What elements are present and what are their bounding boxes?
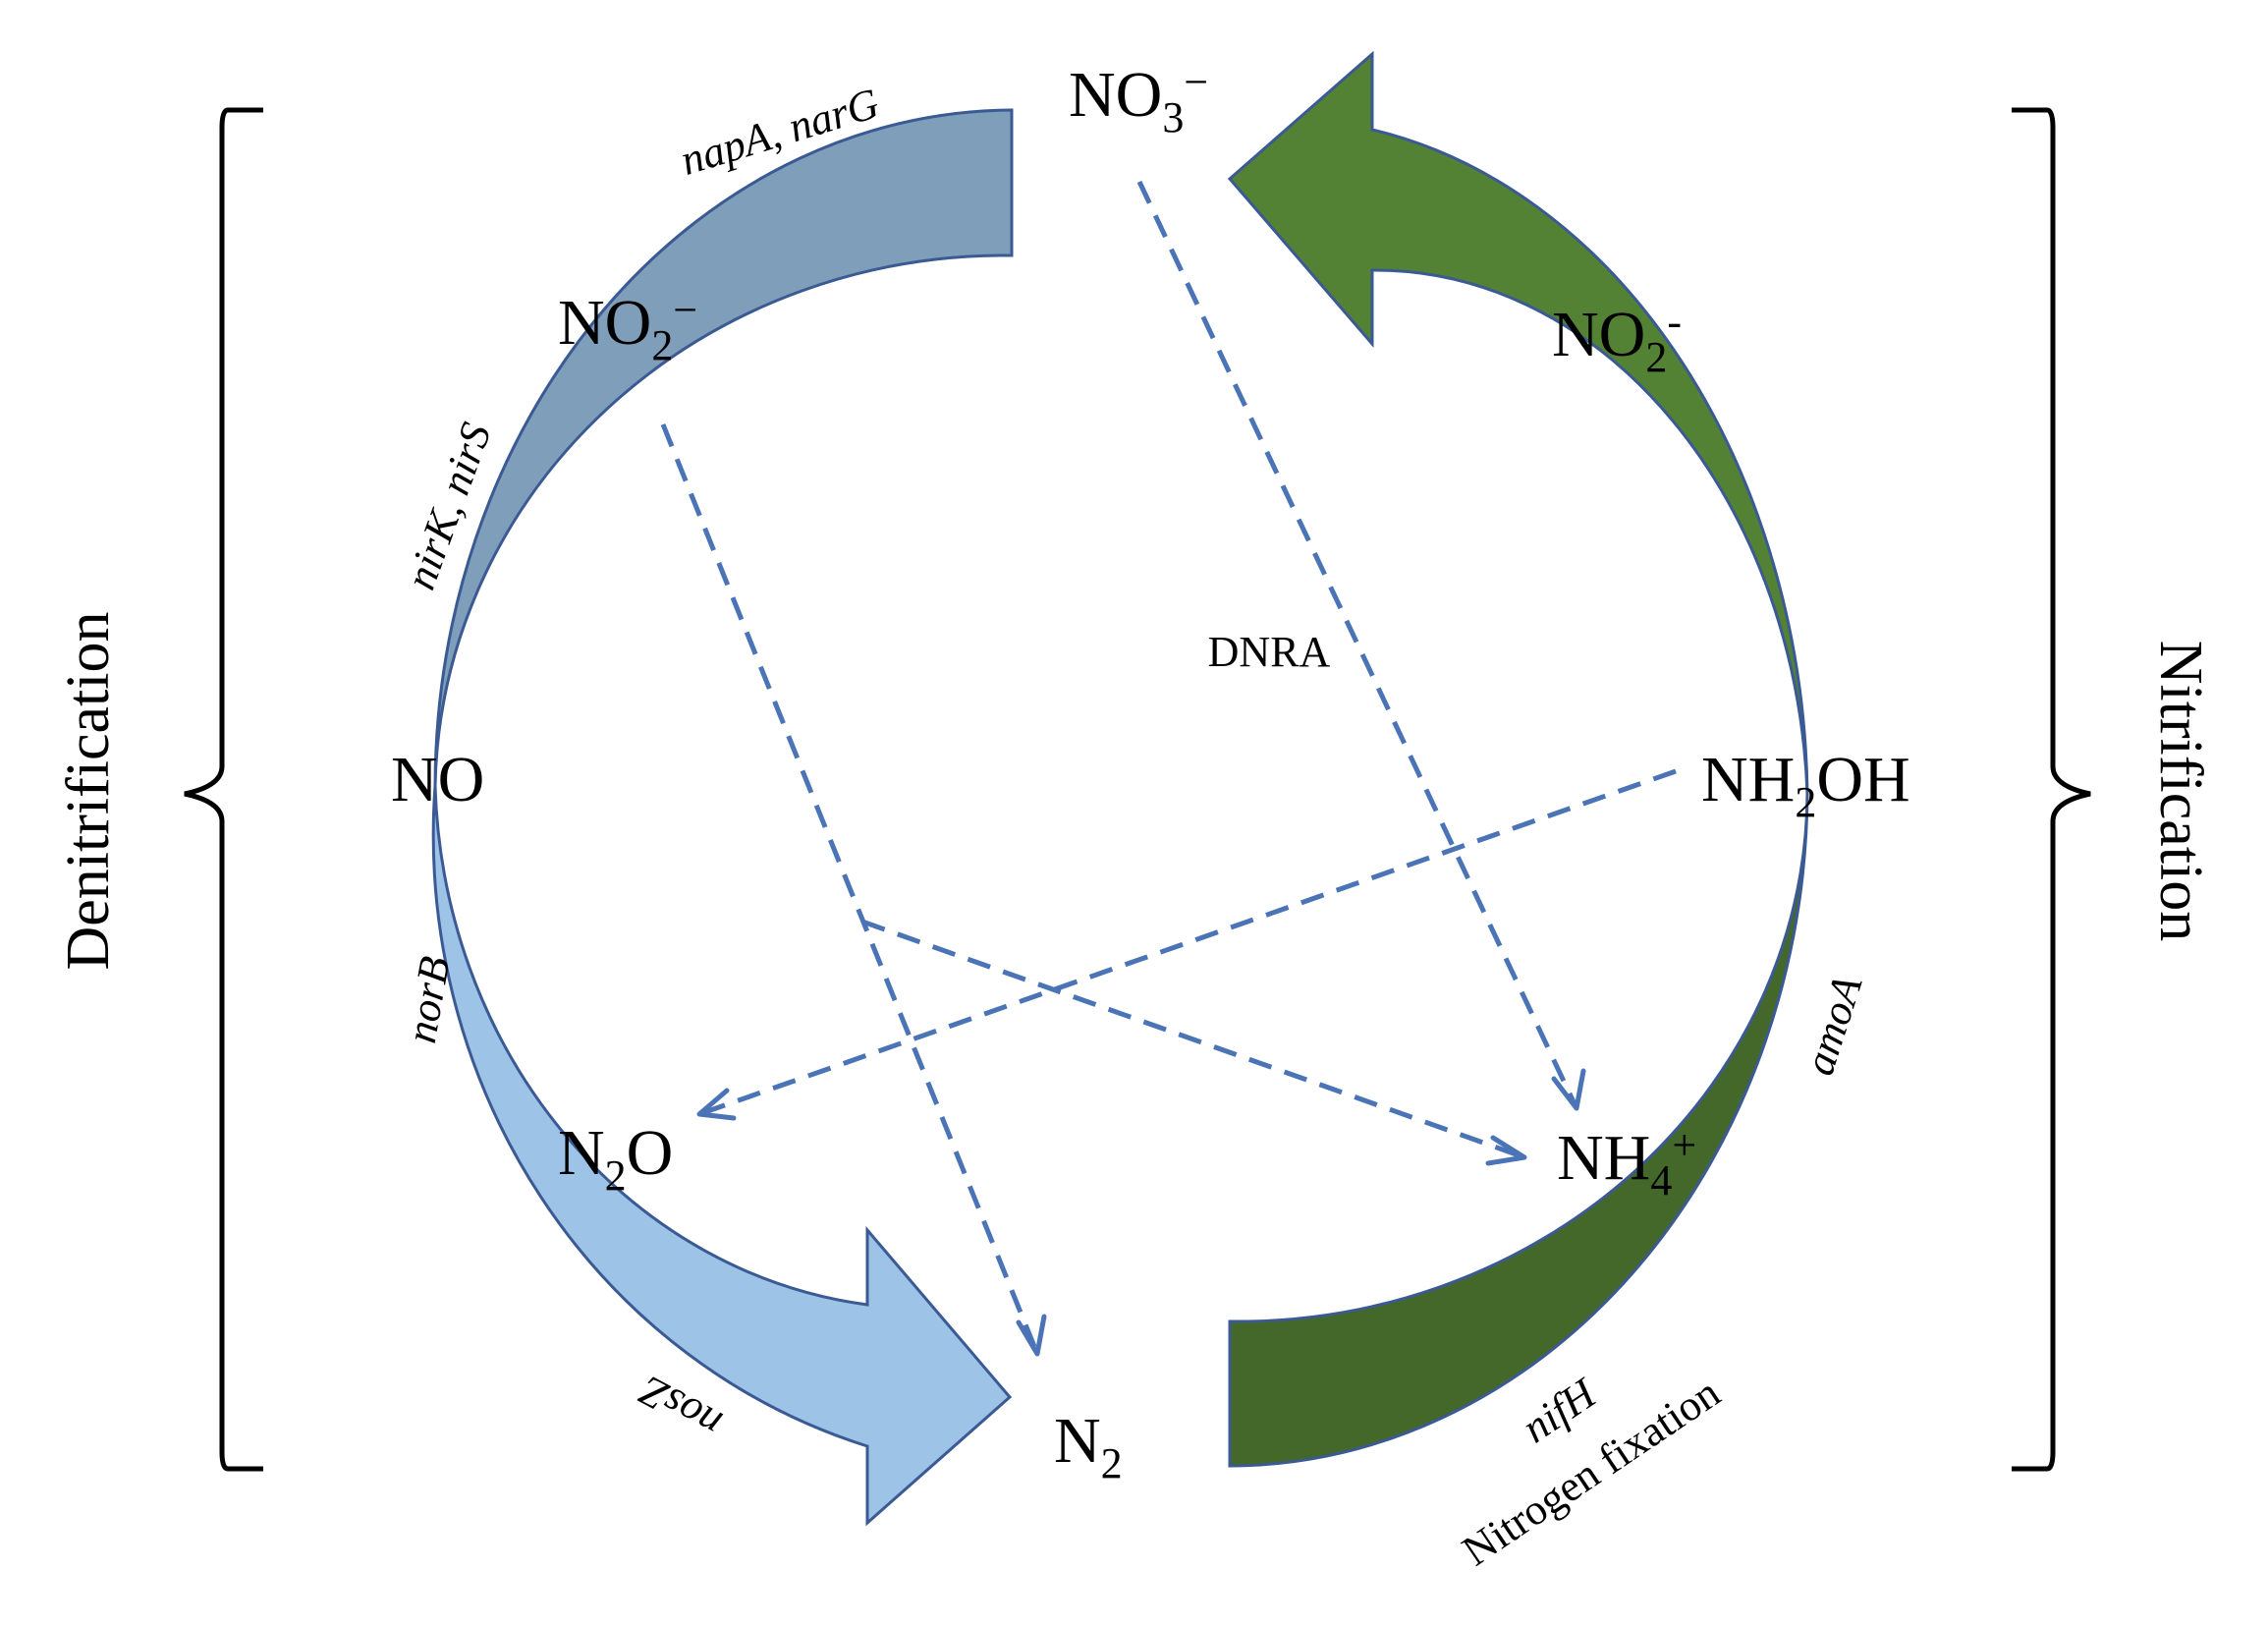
nh2oh-to-n2o-path [698, 768, 1677, 1117]
nitrification-label: Nitrification [2147, 641, 2214, 941]
nh2oh-to-n2o-arrowhead [696, 1088, 737, 1121]
anammox-to-nh4-path [861, 919, 1525, 1160]
species-no2-left: NO2− [558, 286, 697, 369]
species-nh2oh: NH2OH [1701, 744, 1910, 826]
arrow-norB-nosZ [431, 785, 1013, 1527]
gene-nosZ: nosZ [632, 1367, 729, 1449]
no2-to-n2-path [660, 423, 1040, 1355]
species-no: NO [391, 744, 484, 815]
denitrification-label: Denitrification [55, 612, 122, 971]
arrow-nitrification-top [1227, 50, 1809, 795]
gene-nifH: nifH [1514, 1369, 1606, 1453]
dnra-arrowhead [1551, 1068, 1586, 1111]
arrow-nitrogen-fixation [1228, 793, 1809, 1468]
gene-norB: norB [397, 953, 460, 1046]
dnra-path [1136, 180, 1579, 1110]
left-brace [184, 107, 263, 1472]
species-no3: NO3− [1069, 58, 1208, 141]
species-n2: N2 [1054, 1405, 1123, 1487]
gene-amoA: amoA [1795, 969, 1872, 1081]
species-no2-right: NO2- [1552, 298, 1682, 381]
process-dnra: DNRA [1208, 628, 1331, 676]
dashed-pathways [660, 180, 1677, 1357]
arrow-napA-nirK [433, 108, 1014, 787]
species-n2o: N2O [558, 1117, 673, 1200]
right-brace [2012, 107, 2091, 1472]
anammox-to-nh4-arrowhead [1485, 1135, 1527, 1166]
no2-to-n2-arrowhead [1016, 1314, 1047, 1357]
species-nh4: NH4+ [1557, 1121, 1696, 1205]
